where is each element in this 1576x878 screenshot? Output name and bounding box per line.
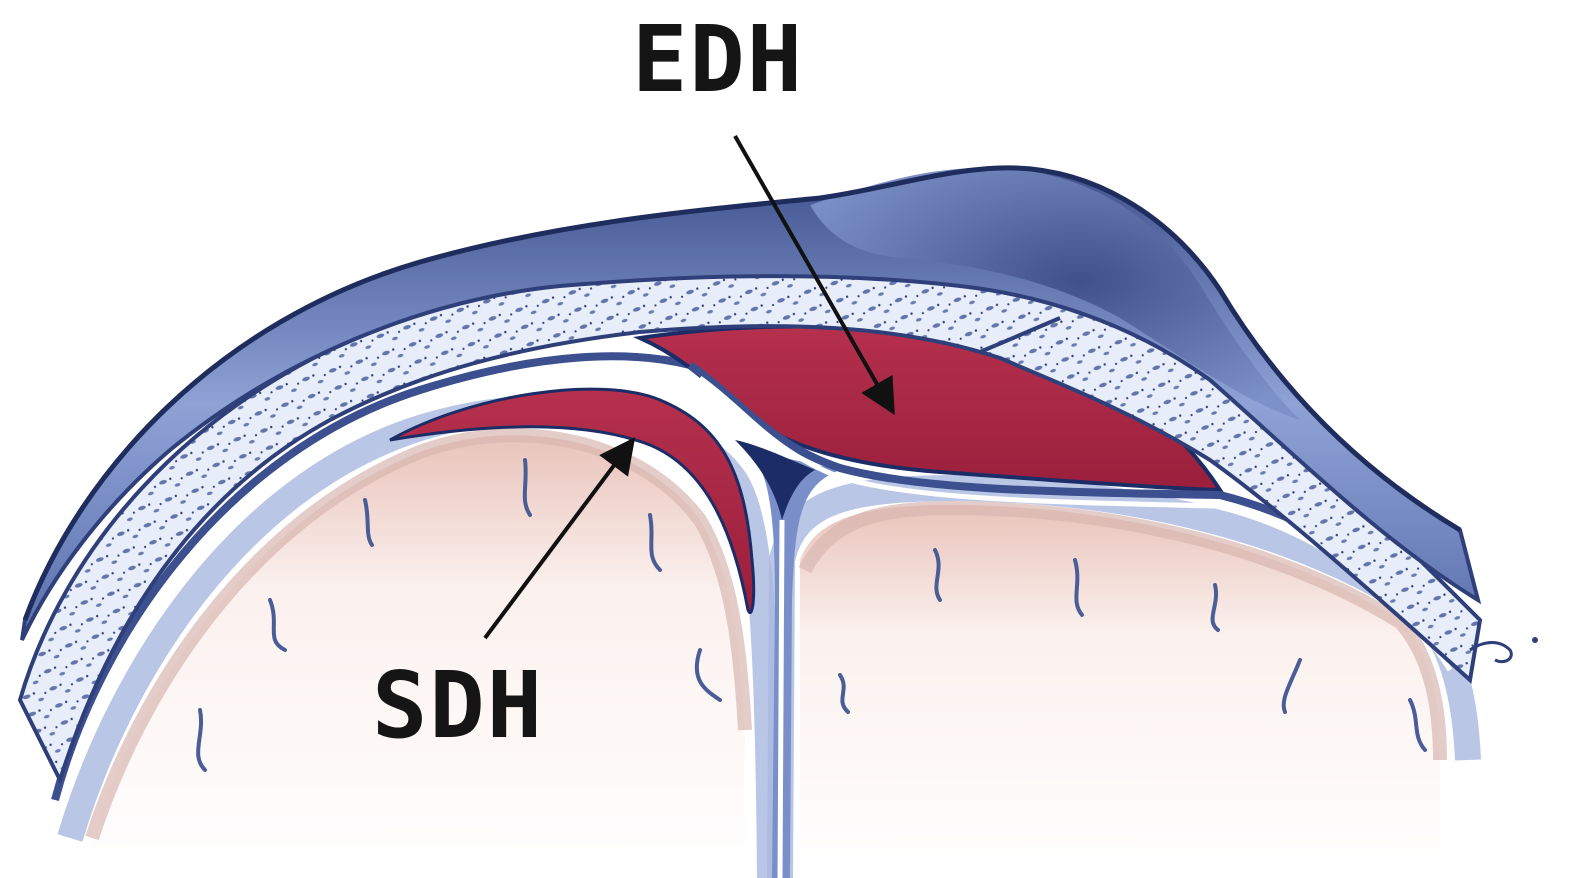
skull-edge-dot <box>1532 637 1538 643</box>
edh-label: EDH <box>632 14 804 106</box>
sdh-label: SDH <box>372 660 544 752</box>
falx-highlight <box>780 520 782 878</box>
